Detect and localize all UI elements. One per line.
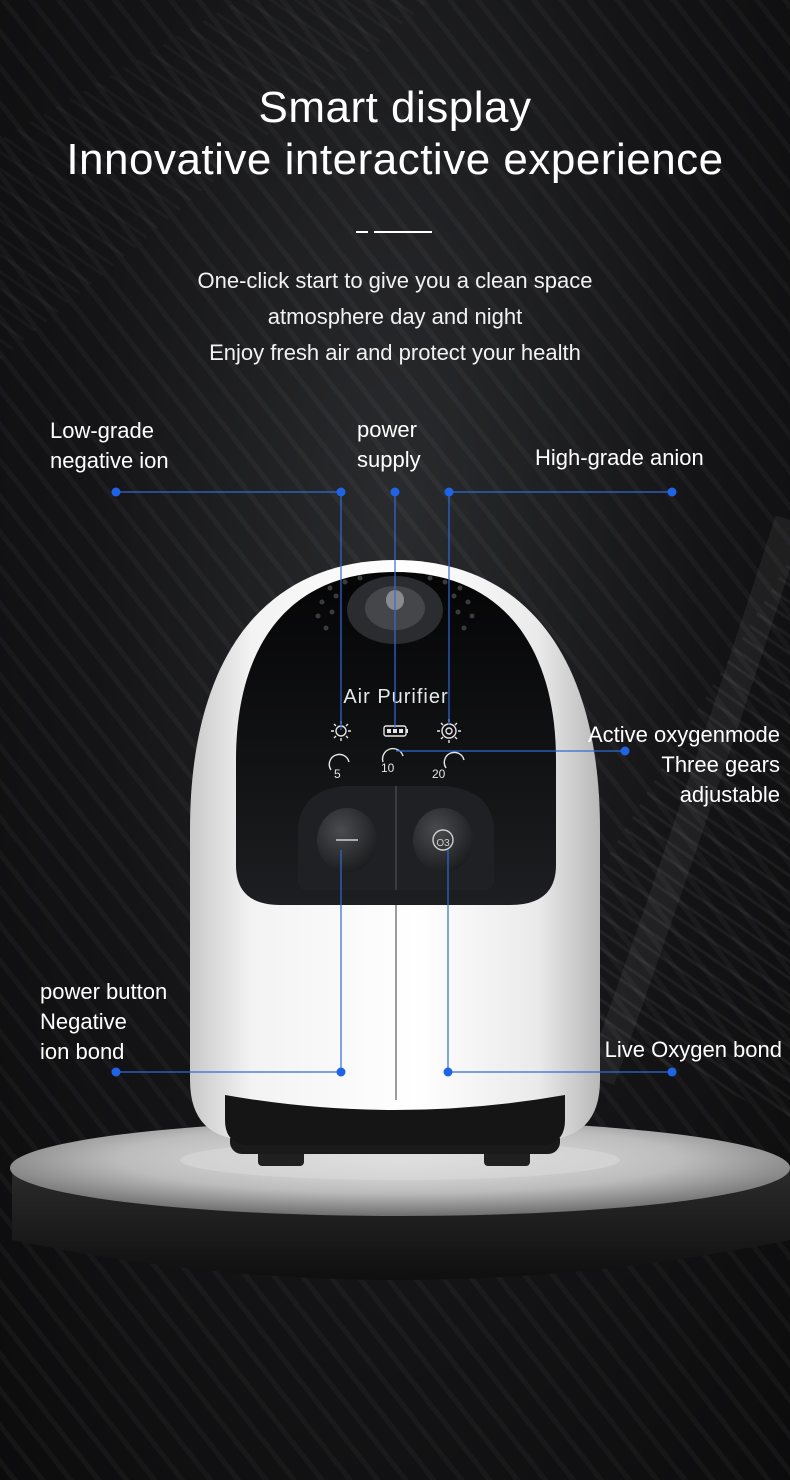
gear-10-label: 10 [381, 761, 395, 775]
callout-power-button-line-1: power button [40, 979, 168, 1004]
callout-active-oxygen-line-2: Three gears [661, 752, 780, 777]
callout-low-grade: Low-grade negative ion [50, 416, 169, 476]
intro-line-3: Enjoy fresh air and protect your health [209, 340, 581, 365]
o3-symbol: O3 [436, 838, 450, 849]
callout-power-button: power button Negative ion bond [40, 977, 167, 1067]
intro-line-1: One-click start to give you a clean spac… [197, 268, 593, 293]
power-button[interactable] [317, 808, 377, 872]
callout-dots [111, 487, 677, 1077]
callout-power-supply-line-1: power [357, 417, 417, 442]
callout-active-oxygen: Active oxygenmode Three gears adjustable [588, 720, 780, 810]
callout-power-button-line-3: ion bond [40, 1039, 125, 1064]
headline-subtitle: Innovative interactive experience [66, 135, 724, 184]
callout-active-oxygen-line-1: Active oxygenmode [588, 722, 780, 747]
headline-title: Smart display [258, 83, 532, 132]
callout-low-grade-line-1: Low-grade [50, 418, 154, 443]
o3-button[interactable]: O3 [413, 808, 473, 872]
divider-long [374, 231, 432, 233]
intro-line-2: atmosphere day and night [267, 304, 523, 329]
callout-power-button-line-2: Negative [40, 1009, 127, 1034]
display-title: Air Purifier [343, 686, 448, 708]
callout-power-supply-line-2: supply [357, 447, 421, 472]
callout-power-supply: power supply [357, 415, 421, 475]
callout-low-grade-line-2: negative ion [50, 448, 169, 473]
callout-active-oxygen-line-3: adjustable [679, 782, 780, 807]
gear-20-icon: 20 [432, 751, 465, 781]
gear-20-label: 20 [432, 767, 446, 781]
gear-5-label: 5 [334, 767, 341, 781]
speaker-holes [315, 575, 475, 631]
callout-live-oxygen: Live Oxygen bond [604, 1037, 782, 1062]
divider-short [356, 231, 368, 233]
gear-10-icon: 10 [381, 747, 404, 775]
o3-icon [432, 829, 454, 851]
callout-high-grade: High-grade anion [535, 445, 704, 470]
gear-5-icon: 5 [328, 753, 350, 781]
